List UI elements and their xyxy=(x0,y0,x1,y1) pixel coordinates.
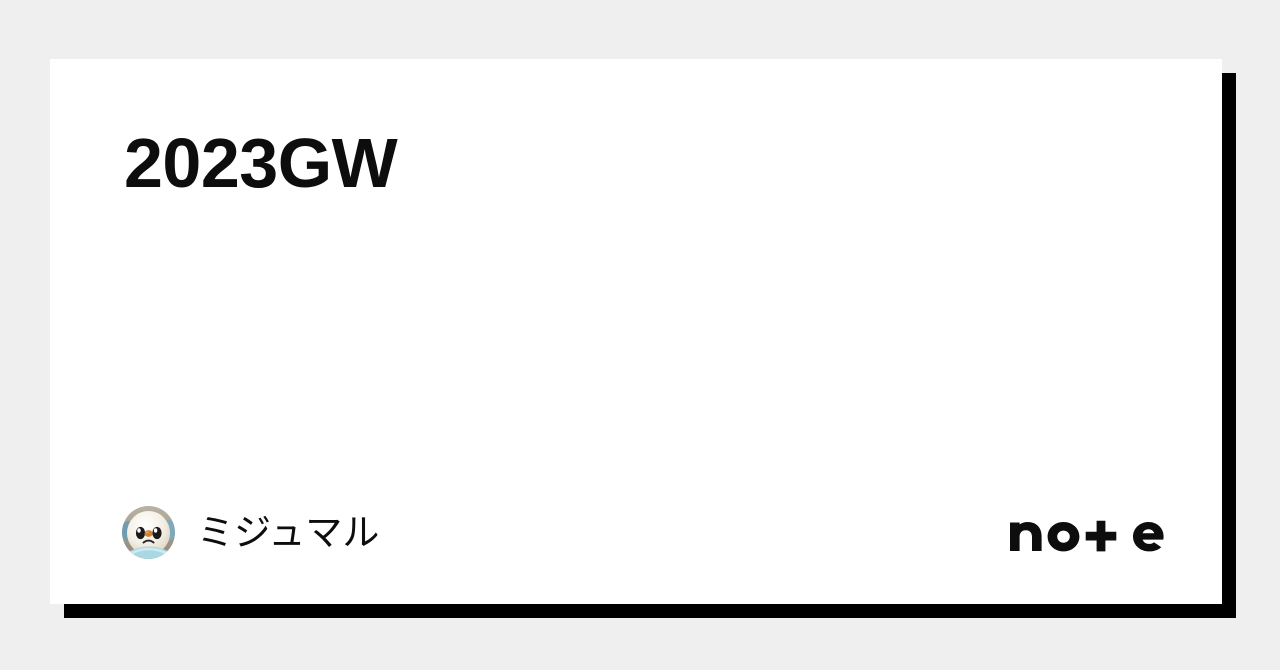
card-footer: ミジュマル note xyxy=(122,504,1170,560)
author-name: ミジュマル xyxy=(197,510,380,554)
author-block[interactable]: ミジュマル xyxy=(122,505,380,559)
article-share-card: 2023GW xyxy=(50,59,1222,604)
oshawott-avatar-icon xyxy=(122,505,175,559)
page-title: 2023GW xyxy=(124,124,398,202)
note-logo-icon[interactable]: note xyxy=(1010,512,1170,552)
